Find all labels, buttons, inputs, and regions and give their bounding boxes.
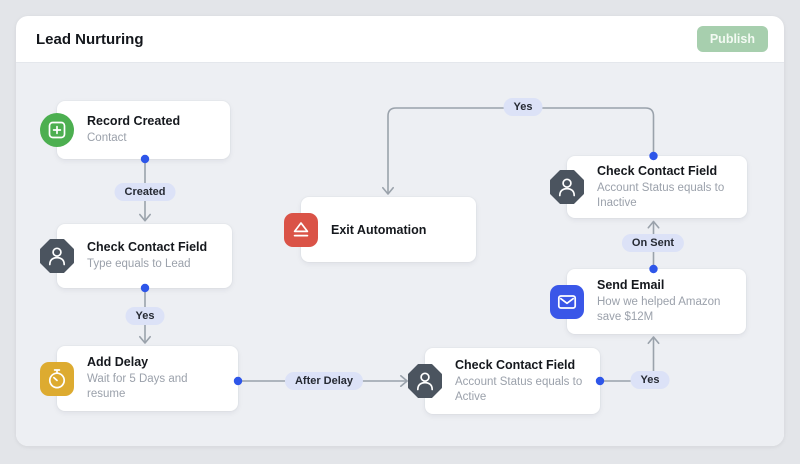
node-subtitle: Contact xyxy=(87,132,127,144)
edge-label-after-delay[interactable]: After Delay xyxy=(284,372,364,390)
node-check-contact-active[interactable]: Check Contact Field Account Status equal… xyxy=(408,348,600,414)
node-subtitle: Account Status equals to Active xyxy=(455,375,583,403)
node-title: Check Contact Field xyxy=(87,240,208,254)
mail-icon xyxy=(550,284,584,319)
node-title: Exit Automation xyxy=(331,222,427,237)
node-send-email[interactable]: Send Email How we helped Amazon save $12… xyxy=(550,269,746,334)
node-subtitle: How we helped Amazon save $12M xyxy=(597,296,721,323)
node-record-created[interactable]: Record Created Contact xyxy=(40,101,230,159)
node-subtitle: Wait for 5 Days and resume xyxy=(87,373,188,400)
publish-button[interactable]: Publish xyxy=(696,26,768,52)
person-icon xyxy=(550,170,584,204)
edge-label-yes-2[interactable]: Yes xyxy=(630,371,670,389)
flow-canvas[interactable]: Record Created Contact Check Contact Fie… xyxy=(16,62,784,446)
header: Lead Nurturing Publish xyxy=(16,16,784,62)
person-icon xyxy=(40,239,74,273)
node-title: Check Contact Field xyxy=(597,163,718,178)
node-title: Add Delay xyxy=(87,355,149,369)
eject-icon xyxy=(284,212,318,247)
page-title: Lead Nurturing xyxy=(36,30,144,48)
node-add-delay[interactable]: Add Delay Wait for 5 Days and resume xyxy=(40,346,238,411)
edge-label-created[interactable]: Created xyxy=(114,183,176,201)
node-subtitle: Type equals to Lead xyxy=(87,258,191,270)
node-title: Send Email xyxy=(597,278,665,292)
person-icon xyxy=(408,364,442,398)
edge-label-yes-1[interactable]: Yes xyxy=(125,307,165,325)
node-title: Record Created xyxy=(87,114,181,128)
timer-icon xyxy=(40,361,74,396)
automation-window: Lead Nurturing Publish xyxy=(16,16,784,446)
node-check-contact-lead[interactable]: Check Contact Field Type equals to Lead xyxy=(40,224,232,288)
node-title: Check Contact Field xyxy=(455,357,576,372)
edge-label-on-sent[interactable]: On Sent xyxy=(621,234,685,252)
node-exit-automation[interactable]: Exit Automation xyxy=(284,197,476,262)
edge-label-yes-3[interactable]: Yes xyxy=(503,98,543,116)
node-check-contact-inactive[interactable]: Check Contact Field Account Status equal… xyxy=(550,156,747,218)
plus-square-icon xyxy=(40,113,74,147)
node-subtitle: Account Status equals to Inactive xyxy=(597,181,725,209)
